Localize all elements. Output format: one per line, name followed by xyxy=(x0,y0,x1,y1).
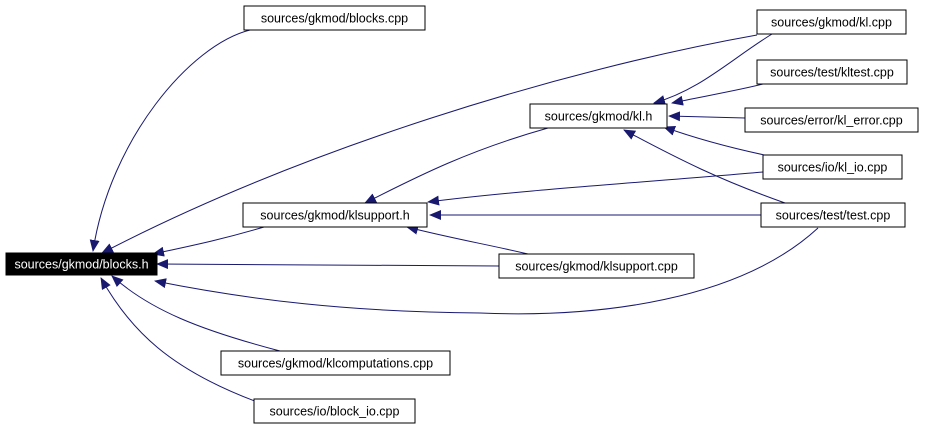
node-blocks-h: sources/gkmod/blocks.h xyxy=(5,252,158,276)
node-box xyxy=(498,253,695,279)
node-label: sources/error/kl_error.cpp xyxy=(760,114,902,128)
nodes: sources/gkmod/blocks.h sources/gkmod/bloc… xyxy=(5,5,919,424)
node-label: sources/gkmod/klcomputations.cpp xyxy=(238,357,433,371)
node-box xyxy=(220,350,451,376)
edge-block-io-cpp-to-blocks-h xyxy=(100,277,261,404)
edge-blocks-cpp-to-blocks-h xyxy=(89,29,251,252)
node-blocks-cpp[interactable]: sources/gkmod/blocks.cpp xyxy=(243,5,426,31)
node-box xyxy=(760,202,906,228)
node-kl-error-cpp[interactable]: sources/error/kl_error.cpp xyxy=(744,107,919,133)
node-klcomputations-cpp[interactable]: sources/gkmod/klcomputations.cpp xyxy=(220,350,451,376)
node-kltest-cpp[interactable]: sources/test/kltest.cpp xyxy=(756,59,908,85)
node-box xyxy=(756,9,907,35)
node-box xyxy=(253,398,416,424)
node-box xyxy=(242,202,428,228)
node-kl-cpp[interactable]: sources/gkmod/kl.cpp xyxy=(756,9,907,35)
node-klsupport-cpp[interactable]: sources/gkmod/klsupport.cpp xyxy=(498,253,695,279)
node-kl-io-cpp[interactable]: sources/io/kl_io.cpp xyxy=(762,154,903,180)
edge-test-cpp-to-kl-h xyxy=(623,129,786,204)
node-block-io-cpp[interactable]: sources/io/block_io.cpp xyxy=(253,398,416,424)
node-klsupport-h[interactable]: sources/gkmod/klsupport.h xyxy=(242,202,428,228)
edge-kl-io-cpp-to-klsupport-h xyxy=(427,171,764,206)
edge-kltest-cpp-to-kl-h xyxy=(671,83,764,106)
node-box xyxy=(5,252,158,276)
edges xyxy=(89,29,819,404)
edge-test-cpp-to-blocks-h xyxy=(154,227,819,315)
node-kl-h[interactable]: sources/gkmod/kl.h xyxy=(529,103,668,129)
node-box xyxy=(243,5,426,31)
node-box xyxy=(756,59,908,85)
node-label: sources/gkmod/blocks.cpp xyxy=(261,12,408,26)
node-label: sources/test/kltest.cpp xyxy=(770,66,894,80)
edge-kl-cpp-to-kl-h xyxy=(653,33,773,105)
edge-klcomputations-cpp-to-blocks-h xyxy=(111,275,281,352)
node-label: sources/test/test.cpp xyxy=(776,209,891,223)
edge-klsupport-h-to-blocks-h xyxy=(152,226,265,257)
node-label: sources/gkmod/kl.cpp xyxy=(771,16,892,30)
node-label: sources/io/kl_io.cpp xyxy=(778,161,888,175)
edge-kl-cpp-to-blocks-h xyxy=(101,34,758,254)
edge-kl-error-cpp-to-kl-h xyxy=(668,111,746,122)
edge-klsupport-cpp-to-blocks-h xyxy=(156,259,500,270)
edge-kl-h-to-klsupport-h xyxy=(364,127,549,204)
node-box xyxy=(529,103,668,129)
node-test-cpp[interactable]: sources/test/test.cpp xyxy=(760,202,906,228)
node-box xyxy=(762,154,903,180)
node-label: sources/gkmod/kl.h xyxy=(545,110,653,124)
node-label: sources/gkmod/klsupport.cpp xyxy=(515,260,678,274)
node-label: sources/gkmod/klsupport.h xyxy=(260,209,409,223)
node-label: sources/gkmod/blocks.h xyxy=(14,258,148,272)
edge-klsupport-cpp-to-klsupport-h xyxy=(406,224,529,255)
node-label: sources/io/block_io.cpp xyxy=(270,405,400,419)
node-box xyxy=(744,107,919,133)
